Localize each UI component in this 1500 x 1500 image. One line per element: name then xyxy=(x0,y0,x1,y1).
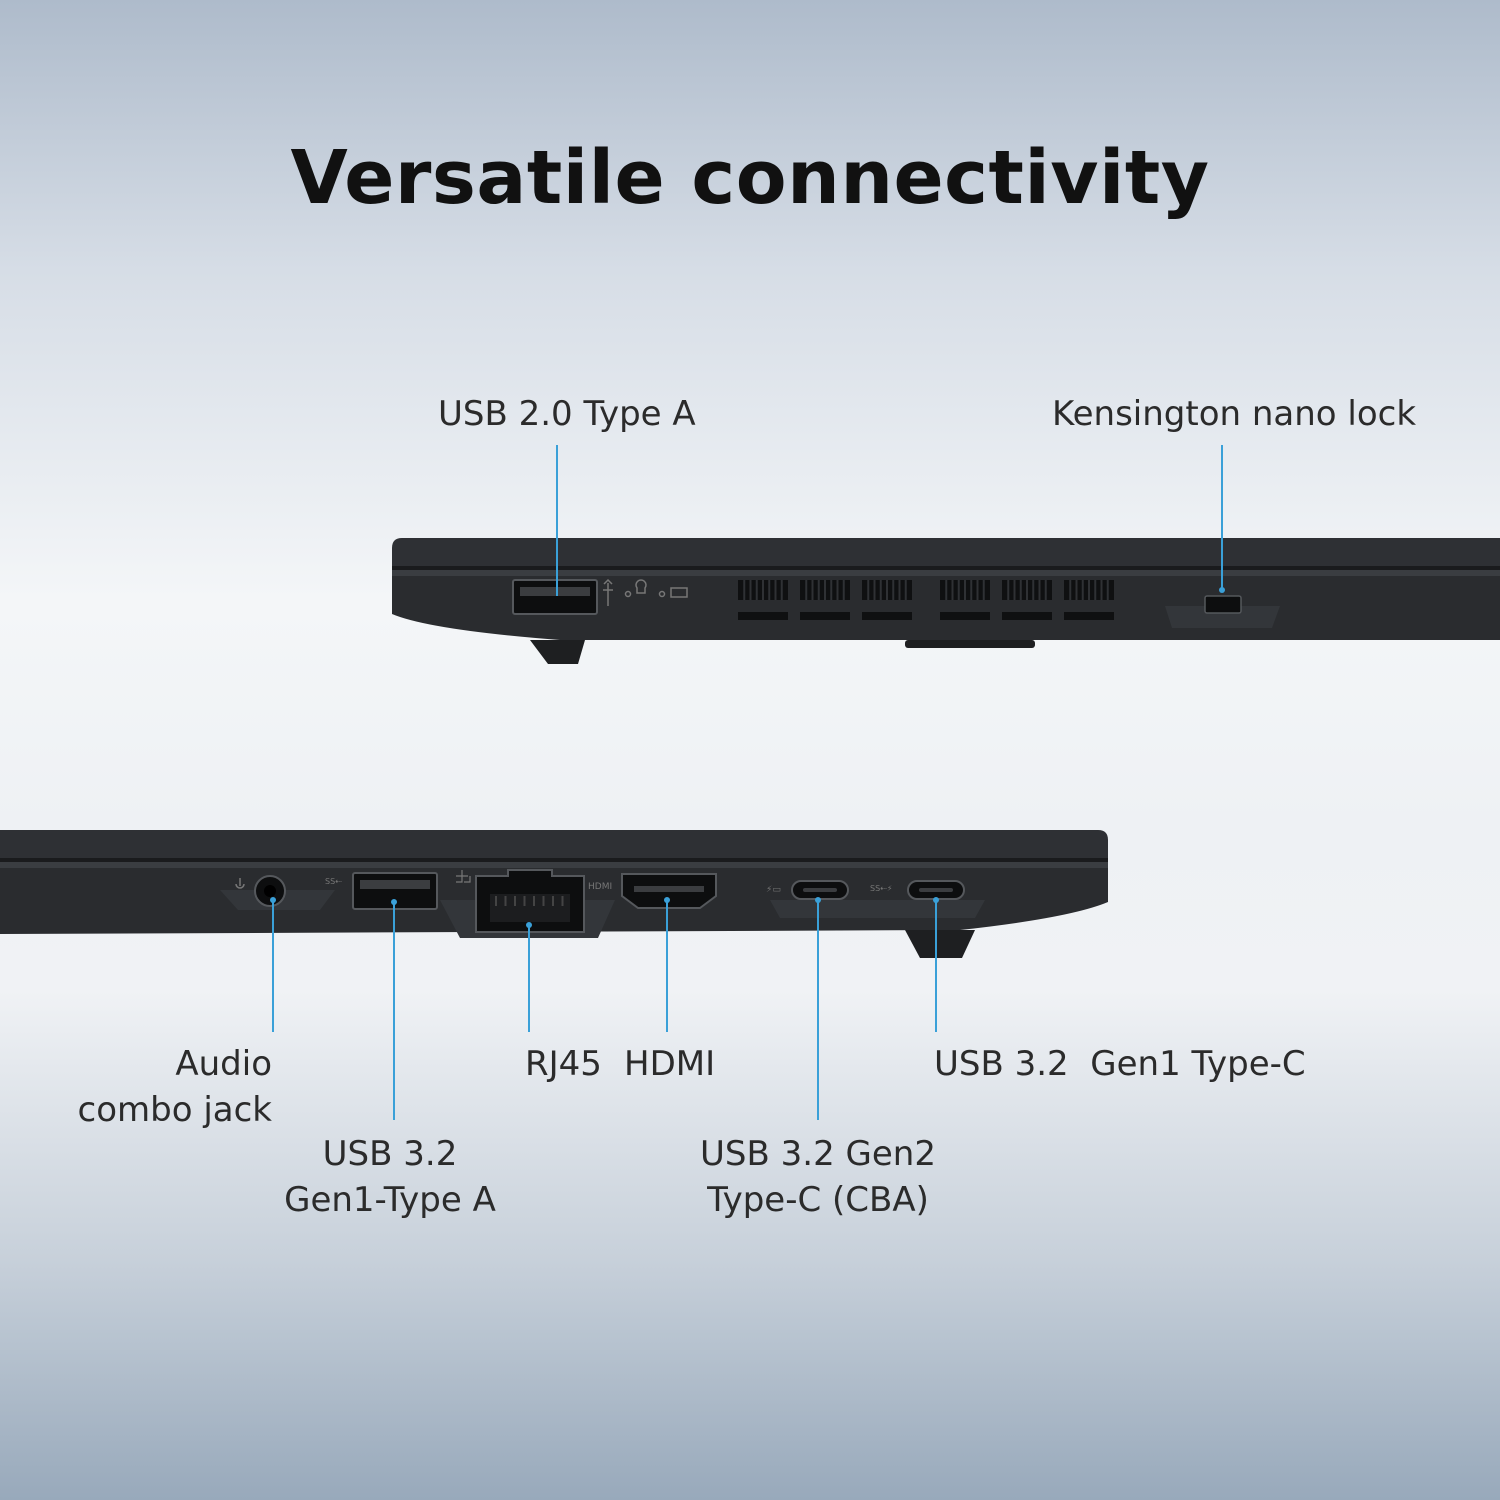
rubber-foot xyxy=(530,640,585,664)
label-usb-3-2-gen2-type-c: USB 3.2 Gen2 Type-C (CBA) xyxy=(690,1131,946,1223)
label-line: Audio xyxy=(175,1044,272,1084)
superspeed-usb-icon: SS⇠⚡ xyxy=(870,884,892,893)
air-vents xyxy=(738,580,1114,620)
kensington-lock-slot xyxy=(1204,595,1242,614)
label-rj45: RJ45 xyxy=(525,1044,602,1084)
usb-2-port xyxy=(512,579,598,615)
label-line: USB 3.2 xyxy=(322,1134,458,1174)
label-kensington-nano-lock: Kensington nano lock xyxy=(1052,394,1417,434)
power-delivery-icon: ⚡▭ xyxy=(766,885,781,895)
laptop-left-side-view: SS⇠ HDMI ⚡▭ SS⇠⚡ xyxy=(0,830,1108,1120)
rubber-foot xyxy=(905,930,975,958)
label-line: Type-C (CBA) xyxy=(707,1180,929,1220)
label-usb-3-2-gen1-type-a: USB 3.2 Gen1-Type A xyxy=(270,1131,510,1223)
callout-lines xyxy=(272,900,937,1120)
hdmi-marking: HDMI xyxy=(588,882,612,892)
label-hdmi: HDMI xyxy=(624,1044,716,1084)
label-line: Gen1-Type A xyxy=(284,1180,496,1220)
microphone-icon xyxy=(235,878,245,889)
label-audio-combo-jack: Audio combo jack xyxy=(60,1041,272,1133)
label-line: combo jack xyxy=(77,1090,272,1130)
page-title: Versatile connectivity xyxy=(290,135,1210,221)
label-line: USB 3.2 Gen2 xyxy=(700,1134,936,1174)
label-usb-3-2-gen1-type-c: USB 3.2 Gen1 Type-C xyxy=(934,1044,1306,1084)
label-usb-2-type-a: USB 2.0 Type A xyxy=(438,394,696,434)
rj45-pins xyxy=(495,896,564,906)
network-icon xyxy=(456,870,471,883)
status-led-icons xyxy=(603,578,688,606)
laptop-right-side-view xyxy=(392,445,1500,664)
superspeed-usb-icon: SS⇠ xyxy=(325,877,342,886)
